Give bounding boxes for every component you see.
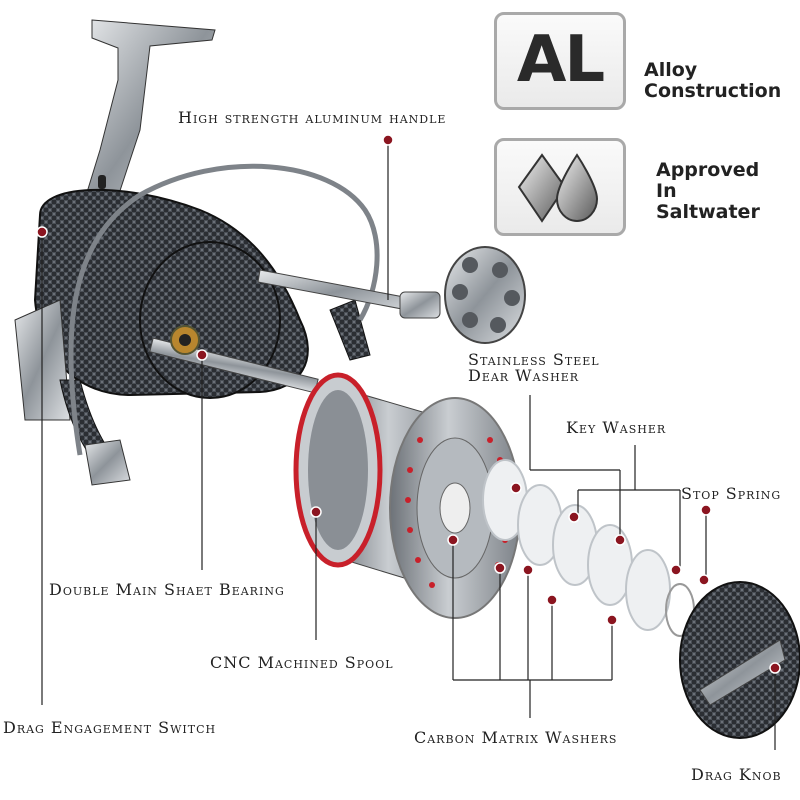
spool xyxy=(293,372,521,619)
saltwater-line3: Saltwater xyxy=(656,201,760,223)
handle xyxy=(257,246,526,344)
bail-wire xyxy=(68,163,380,456)
handle-callout: High strength aluminum handle xyxy=(178,108,447,127)
alloy-badge: AL xyxy=(494,12,626,110)
alloy-line1: Alloy xyxy=(644,59,698,81)
approved-saltwater-label: Approved In Saltwater xyxy=(656,160,760,223)
drag-switch-callout: Drag Engagement Switch xyxy=(3,718,217,737)
washer-top-line1: Stainless Steel xyxy=(468,350,600,369)
washer-top-line2: Dear Washer xyxy=(468,366,579,385)
carbon-washers-callout: Carbon Matrix Washers xyxy=(414,728,618,747)
water-drops-icon xyxy=(517,153,599,223)
alloy-mark: AL xyxy=(516,23,605,97)
main-shaft xyxy=(149,325,319,394)
spool-callout: CNC Machined Spool xyxy=(210,653,394,672)
washer-top-callout: Stainless Steel Dear Washer xyxy=(468,352,600,384)
drag-knob-callout: Drag Knob xyxy=(691,765,782,784)
saltwater-badge xyxy=(494,138,626,236)
saltwater-line2: In xyxy=(656,180,677,202)
washer-stack xyxy=(482,459,695,637)
key-washer-callout: Key Washer xyxy=(566,418,667,437)
callout-dots xyxy=(36,134,781,674)
reel-body xyxy=(14,19,371,486)
stop-spring-callout: Stop Spring xyxy=(681,484,782,503)
alloy-construction-label: Alloy Construction xyxy=(644,60,781,102)
alloy-line2: Construction xyxy=(644,80,782,102)
saltwater-line1: Approved xyxy=(656,159,760,181)
drag-knob xyxy=(679,581,800,739)
main-shaft-callout: Double Main Shaet Bearing xyxy=(49,580,285,599)
leader-lines xyxy=(41,140,776,750)
